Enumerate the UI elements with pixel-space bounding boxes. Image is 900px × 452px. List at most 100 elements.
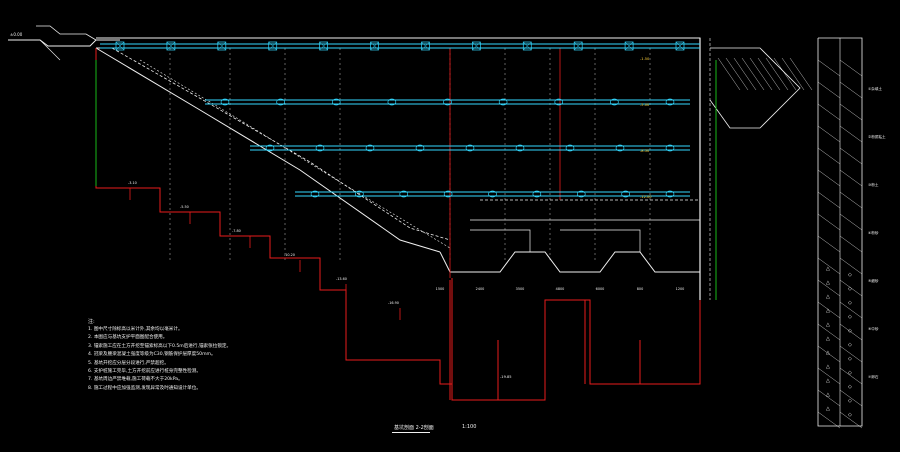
hatch-line xyxy=(741,57,765,91)
borehole-hatch xyxy=(817,169,841,187)
anchor-spacer xyxy=(665,98,675,106)
gravel-symbol: △ xyxy=(826,266,830,272)
anchor-head xyxy=(573,41,583,51)
borehole-hatch xyxy=(839,191,863,209)
foundation-pits xyxy=(439,251,700,273)
anchor-spacer xyxy=(310,190,320,198)
borehole-hatch xyxy=(839,125,863,143)
gravel-symbol: ◇ xyxy=(848,370,852,376)
gravel-symbol: △ xyxy=(826,308,830,314)
gravel-symbol: △ xyxy=(826,392,830,398)
gravel-symbol: △ xyxy=(826,350,830,356)
borehole-hatch xyxy=(817,59,841,77)
borehole-hatch xyxy=(839,81,863,99)
borehole-hatch xyxy=(839,345,863,363)
note-5: 5. 基坑开挖应分层分段进行,严禁超挖。 xyxy=(88,360,169,366)
pit-wall-1 xyxy=(470,229,531,252)
gravel-symbol: △ xyxy=(826,322,830,328)
anchor-spacer xyxy=(465,144,475,152)
label-soil-layer-5: ⑤细砂 xyxy=(868,278,879,283)
borehole-hatch xyxy=(817,125,841,143)
borehole-hatch xyxy=(817,411,841,429)
hatch-line xyxy=(765,57,789,91)
gravel-symbol: ◇ xyxy=(848,286,852,292)
anchor-head xyxy=(319,41,328,51)
label-soil-layer-6: ⑥中砂 xyxy=(868,326,879,331)
anchor-head xyxy=(268,41,278,51)
label-bench-level-6: -16.90 xyxy=(388,301,399,305)
label-dimension-7: 1200 xyxy=(676,287,685,291)
gravel-symbol: ◇ xyxy=(848,356,852,362)
anchor-head xyxy=(675,41,685,51)
label-dimension-6: 800 xyxy=(637,287,643,291)
gravel-symbol: △ xyxy=(826,294,830,300)
diagonal-wall-dashed xyxy=(139,59,451,249)
borehole-hatch xyxy=(817,147,841,165)
borehole-hatch xyxy=(817,345,841,363)
borehole-column: △◇△◇△◇△◇△◇△◇△◇△◇△◇△◇△◇ xyxy=(817,37,863,429)
anchor-head-cross xyxy=(421,41,430,51)
anchor-spacer xyxy=(488,190,497,198)
anchor-head xyxy=(217,41,227,51)
drawing-title: 基坑剖面 2-2剖面 xyxy=(394,425,434,431)
anchor-spacer xyxy=(399,190,409,198)
label-top-level: ±0.00 xyxy=(10,32,23,37)
gravel-symbol: △ xyxy=(826,336,830,342)
slope-crest xyxy=(36,25,97,41)
anchor-head xyxy=(166,41,176,51)
title-underline xyxy=(392,432,430,433)
label-soil-layer-1: ①杂填土 xyxy=(868,86,882,91)
borehole-hatch xyxy=(817,389,841,407)
borehole-hatch xyxy=(839,213,863,231)
note-1: 1. 图中尺寸除标高以米计外,其余均以毫米计。 xyxy=(88,327,183,332)
label-waler-level-1: -1.50 xyxy=(640,57,650,61)
anchor-spacer xyxy=(220,98,230,106)
note-4: 4. 冠梁及腰梁混凝土强度等级为C30,钢筋保护层厚度50mm。 xyxy=(88,352,216,358)
anchor-spacer xyxy=(365,144,375,152)
anchor-head xyxy=(421,41,430,51)
anchor-head-cross xyxy=(624,41,634,51)
anchor-head-cross xyxy=(523,41,532,51)
label-dimension-3: 3500 xyxy=(516,287,525,291)
label-waler-level-2: -5.00 xyxy=(640,103,650,107)
anchor-spacer xyxy=(265,144,275,152)
borehole-hatch xyxy=(817,323,841,341)
label-bench-level-1: -3.10 xyxy=(128,181,137,185)
note-8: 8. 施工过程中应加强监测,发现异常及时通知设计单位。 xyxy=(88,385,201,391)
borehole-hatch xyxy=(817,279,841,297)
hatch-line xyxy=(789,57,813,91)
borehole-hatch xyxy=(839,367,863,385)
borehole-hatch xyxy=(817,235,841,253)
general-notes: 注: 1. 图中尺寸除标高以米计外,其余均以毫米计。 2. 本图应与基坑支护平面… xyxy=(88,318,328,393)
anchor-head xyxy=(115,41,125,51)
label-bench-level-2: -5.50 xyxy=(180,205,189,209)
hatch-line xyxy=(733,57,757,91)
anchor-spacer xyxy=(355,190,364,198)
label-soil-layer-4: ④粉砂 xyxy=(868,230,879,235)
borehole-hatch xyxy=(839,301,863,319)
anchor-spacer xyxy=(443,190,453,198)
borehole-frame xyxy=(817,37,863,427)
borehole-hatch xyxy=(817,103,841,121)
gravel-symbol: △ xyxy=(826,280,830,286)
anchor-head xyxy=(624,41,634,51)
right-slope xyxy=(709,47,801,129)
gravel-symbol: ◇ xyxy=(848,384,852,390)
borehole-hatch xyxy=(839,411,863,429)
anchor-spacer xyxy=(665,144,675,152)
label-soil-layer-3: ③粉土 xyxy=(868,182,879,187)
gravel-symbol: △ xyxy=(826,364,830,370)
borehole-hatch xyxy=(817,81,841,99)
borehole-hatch xyxy=(839,103,863,121)
anchor-spacer xyxy=(515,144,525,152)
note-7: 7. 基坑周边严禁堆载,施工荷载不大于20kPa。 xyxy=(88,377,183,383)
ground-line xyxy=(8,39,120,47)
anchor-spacer xyxy=(621,190,630,198)
hatch-line xyxy=(717,57,741,91)
anchor-head xyxy=(370,41,379,51)
label-bench-level-3: -7.80 xyxy=(232,229,241,233)
soil-boundary-line xyxy=(95,60,717,300)
note-2: 2. 本图应与基坑支护平面图配合使用。 xyxy=(88,335,168,341)
gravel-symbol: ◇ xyxy=(848,328,852,334)
